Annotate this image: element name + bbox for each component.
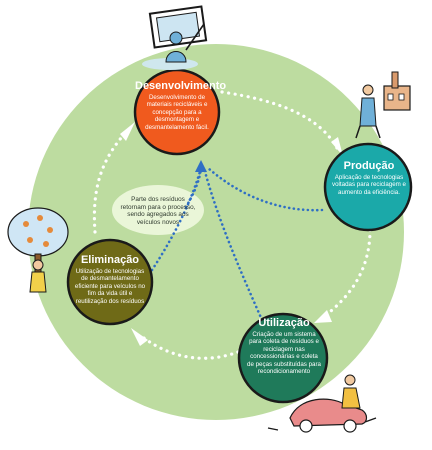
car-illustration bbox=[267, 374, 377, 433]
arrowhead-1 bbox=[331, 137, 343, 156]
node-desenvolvimento: Desenvolvimento Desenvolvimento de mater… bbox=[135, 80, 227, 131]
node-producao-circle bbox=[323, 142, 413, 232]
node-eliminacao-title: Eliminação bbox=[80, 254, 140, 266]
node-utilizacao-title: Utilização bbox=[258, 317, 310, 329]
node-desenvolvimento-title: Desenvolvimento bbox=[135, 80, 227, 92]
cycle-arrow-eliminacao-to-desenvolvimento bbox=[92, 128, 130, 234]
node-producao-title: Produção bbox=[343, 160, 395, 172]
node-utilizacao: Utilização Criação de um sistema para co… bbox=[240, 317, 328, 375]
tree-illustration bbox=[7, 207, 69, 293]
cycle-arrow-utilizacao-to-eliminacao bbox=[138, 333, 240, 360]
cycle-arrow-producao-to-utilizacao bbox=[320, 228, 372, 320]
feedback-line-utilizacao bbox=[202, 166, 264, 322]
arrowhead-2 bbox=[314, 310, 332, 323]
feedback-arrowhead bbox=[195, 160, 207, 172]
node-eliminacao-circle bbox=[66, 238, 154, 326]
node-desenvolvimento-circle bbox=[133, 68, 221, 156]
arrowhead-4 bbox=[120, 122, 135, 141]
node-utilizacao-description: Criação de um sistema para coleta de res… bbox=[247, 331, 321, 376]
center-note-blob bbox=[112, 185, 204, 235]
node-producao-description: Aplicação de tecnologias voltadas para r… bbox=[332, 174, 406, 196]
feedback-line-producao bbox=[206, 166, 324, 212]
cycle-arrow-desenvolvimento-to-producao bbox=[220, 90, 340, 152]
node-eliminacao-description: Utilização de tecnologias de desmantelam… bbox=[74, 268, 146, 305]
feedback-line-eliminacao bbox=[150, 166, 203, 272]
factory-worker-illustration bbox=[355, 71, 411, 139]
node-desenvolvimento-description: Desenvolvimento de materiais recicláveis… bbox=[145, 94, 209, 131]
center-note: Parte dos resíduos retornam para o proce… bbox=[120, 196, 196, 226]
node-producao: Produção Aplicação de tecnologias voltad… bbox=[326, 160, 412, 196]
designer-illustration bbox=[142, 5, 208, 70]
arrowhead-3 bbox=[131, 328, 148, 346]
node-eliminacao: Eliminação Utilização de tecnologias de … bbox=[68, 254, 152, 305]
feedback-line-center bbox=[184, 166, 203, 209]
node-utilizacao-circle bbox=[237, 312, 329, 404]
